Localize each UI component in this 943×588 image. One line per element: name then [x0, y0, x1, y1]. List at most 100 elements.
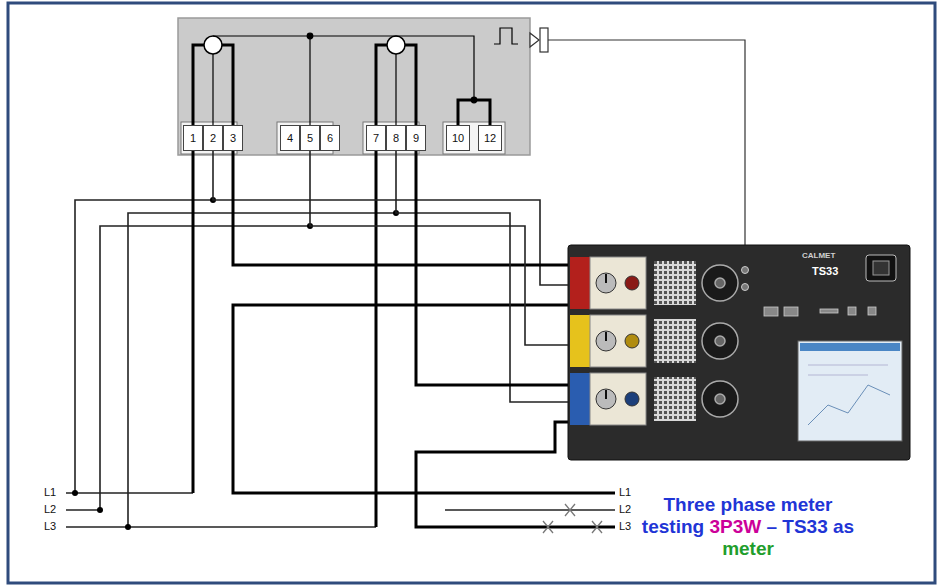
caption-space [777, 516, 782, 537]
pulse-sensor [530, 28, 745, 268]
meter-terminal: 5 [300, 125, 320, 151]
yellow-channel [596, 331, 616, 351]
blue-channel [625, 392, 639, 406]
port-panel [868, 307, 876, 315]
cooling-fan [715, 278, 725, 288]
open-link-mark [565, 504, 575, 516]
outer-frame [8, 3, 935, 583]
voltage-bus [307, 33, 313, 39]
meter-terminal: 9 [406, 125, 426, 151]
caption-word: meter [722, 538, 774, 559]
terminal-number: 5 [307, 132, 313, 144]
terminal-number: 6 [327, 132, 333, 144]
port-panel [848, 307, 856, 315]
blue-channel [596, 389, 616, 409]
current-wires [192, 151, 195, 493]
pulse-input-jack [742, 267, 749, 274]
vent-grille [654, 261, 696, 305]
caption-space [761, 516, 766, 537]
port-panel [764, 307, 876, 316]
pulse-input-jack [742, 267, 749, 291]
voltage-wire [396, 151, 568, 402]
current-wires [233, 305, 615, 493]
terminal-number: 12 [484, 132, 496, 144]
voltage-bus [213, 36, 474, 100]
terminal-number: 7 [373, 132, 379, 144]
vent-grille [654, 261, 696, 421]
port-panel [784, 307, 798, 316]
meter-terminal: 1 [183, 125, 203, 151]
caption-word: as [833, 516, 854, 537]
supply-lines [66, 200, 615, 527]
yellow-channel [590, 315, 646, 367]
yellow-channel [605, 332, 607, 341]
red-channel [625, 276, 639, 290]
meter-housing [178, 18, 530, 155]
cooling-fan [702, 381, 738, 417]
port-panel [820, 309, 838, 313]
port-panel [764, 307, 778, 316]
voltage-bus [458, 100, 490, 125]
yellow-channel [570, 315, 646, 367]
caption-word: Three [664, 494, 716, 515]
voltage-bus [309, 36, 310, 125]
meter-terminal: 12 [478, 125, 502, 151]
open-link-mark [543, 521, 553, 533]
caption-space [775, 494, 780, 515]
vent-grille [654, 377, 696, 421]
current-coil [193, 45, 233, 125]
cooling-fan [702, 323, 738, 359]
yellow-channel [625, 334, 639, 348]
power-socket [873, 261, 889, 275]
current-coil [395, 54, 396, 125]
caption-word: 3P3W [709, 516, 761, 537]
meter-terminal: 3 [223, 125, 243, 151]
pulse-sensor [530, 33, 539, 47]
meter-terminal: 4 [280, 125, 300, 151]
red-channel [590, 257, 646, 309]
caption-word: testing [642, 516, 704, 537]
voltage-wire [233, 151, 568, 265]
current-coil [204, 36, 222, 54]
terminal-number: 1 [190, 132, 196, 144]
brand-label: TS33 [812, 265, 838, 277]
blue-channel [570, 373, 590, 425]
cooling-fan [702, 265, 738, 301]
open-link-mark [592, 521, 602, 533]
current-coil [193, 36, 416, 125]
meter-terminal: 7 [366, 125, 386, 151]
caption-word: TS33 [782, 516, 827, 537]
meter-terminal: 2 [203, 125, 223, 151]
touch-screen [808, 375, 868, 376]
terminal-number: 2 [210, 132, 216, 144]
caption-space [715, 494, 720, 515]
voltage-bus [213, 28, 518, 125]
meter-terminal: 6 [320, 125, 340, 151]
current-wires [193, 151, 615, 527]
voltage-bus [494, 28, 518, 44]
red-channel [570, 257, 646, 309]
blue-channel [590, 373, 646, 425]
open-link-mark [543, 504, 602, 533]
junction-dot [97, 507, 103, 513]
meter-housing [178, 18, 530, 155]
caption-word: phase [721, 494, 776, 515]
terminal-number: 8 [393, 132, 399, 144]
brand-label: CALMET [802, 251, 835, 260]
current-coil [387, 36, 405, 54]
vent-grille [654, 319, 696, 363]
phase-label: L3 [44, 520, 56, 532]
supply-lines [445, 509, 615, 511]
junction-dot [72, 490, 78, 496]
red-channel [596, 273, 616, 293]
terminal-number: 4 [287, 132, 293, 144]
cooling-fan [715, 394, 725, 404]
blue-channel [605, 390, 607, 399]
current-coil [376, 45, 416, 125]
touch-screen [798, 341, 902, 441]
phase-label: L1 [619, 486, 631, 498]
junction-dot [72, 197, 399, 530]
supply-lines [66, 509, 100, 511]
